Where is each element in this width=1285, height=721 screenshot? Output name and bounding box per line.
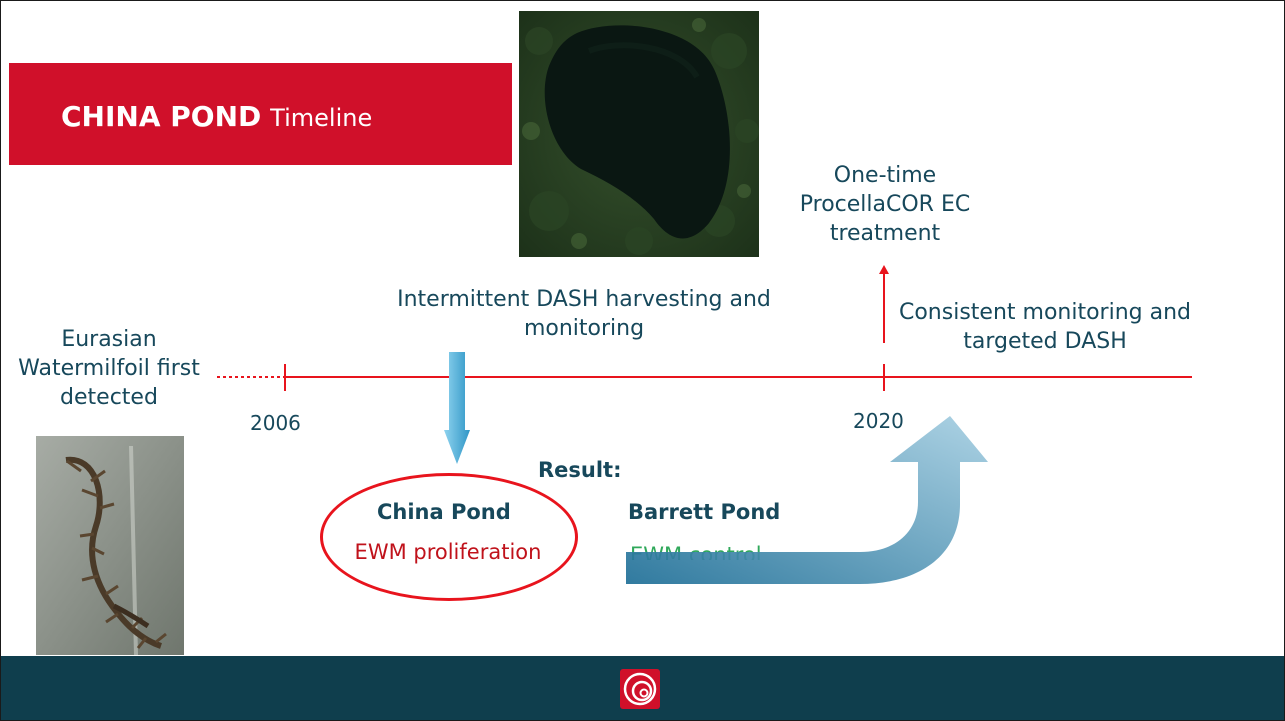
title-light-text: Timeline <box>270 104 373 132</box>
result-heading: Result: <box>538 458 622 482</box>
intermittent-label: Intermittent DASH harvesting and monitor… <box>397 287 771 341</box>
footer-bar <box>0 656 1285 721</box>
barrett-pond-label: Barrett Pond <box>628 500 781 524</box>
year-2006: 2006 <box>250 411 301 435</box>
year-2020: 2020 <box>853 409 904 433</box>
arrow-down-icon <box>444 352 470 464</box>
china-pond-status: EWM proliferation <box>354 540 542 564</box>
spiral-logo-icon <box>614 663 666 715</box>
highlight-ellipse <box>320 473 578 601</box>
aerial-pond-photo <box>519 11 759 257</box>
consistent-label: Consistent monitoring and targeted DASH <box>898 300 1191 354</box>
first-detected-label: Eurasian Watermilfoil first detected <box>18 327 200 410</box>
treatment-label: One-time ProcellaCOR EC treatment <box>799 163 971 246</box>
title-bold-text: CHINA POND <box>61 100 262 133</box>
slide-title: CHINA POND Timeline <box>61 103 372 131</box>
treatment-pointer-head <box>879 265 889 274</box>
title-banner: CHINA POND Timeline <box>9 63 512 165</box>
curved-arrow-up-icon <box>620 412 992 592</box>
milfoil-specimen-photo <box>36 436 184 655</box>
